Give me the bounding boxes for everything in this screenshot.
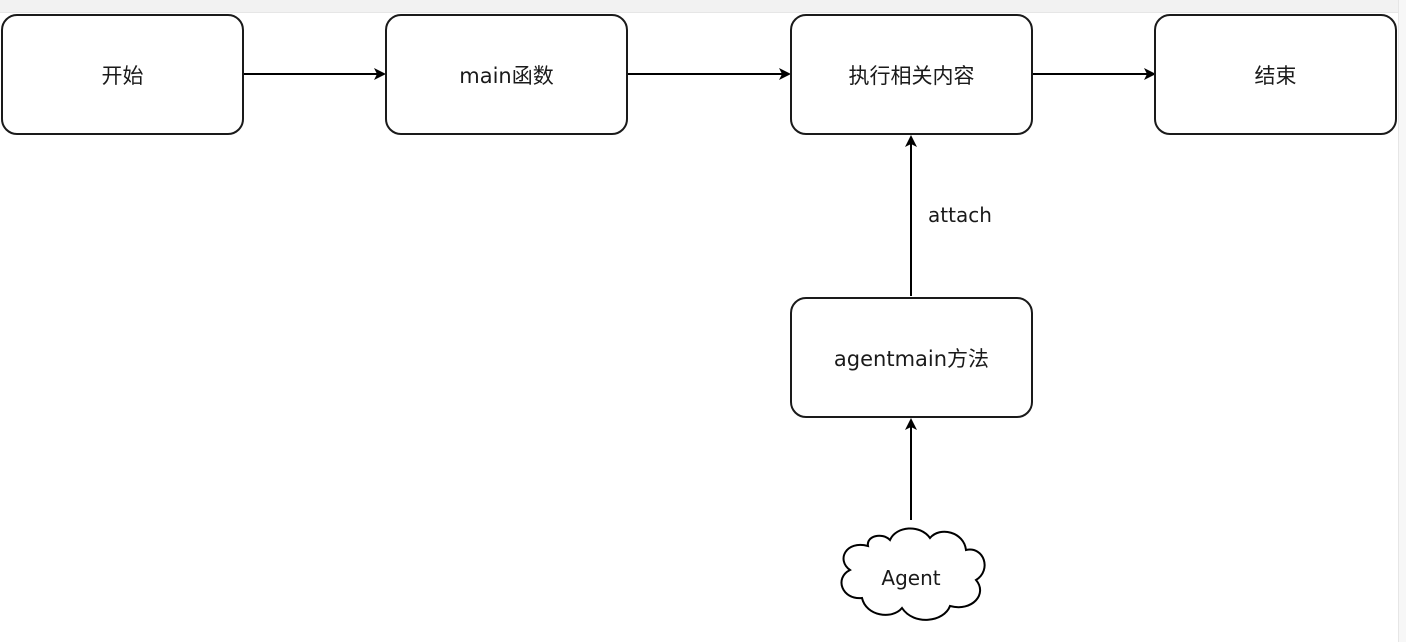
agent-cloud-shape bbox=[840, 527, 986, 621]
node-agent-label: Agent bbox=[881, 566, 941, 590]
node-execute-content-label: 执行相关内容 bbox=[848, 63, 975, 88]
node-main-function-label: main函数 bbox=[459, 63, 554, 88]
node-execute-content[interactable]: 执行相关内容 bbox=[790, 14, 1033, 135]
node-main-function[interactable]: main函数 bbox=[385, 14, 628, 135]
node-agentmain-method[interactable]: agentmain方法 bbox=[790, 297, 1033, 418]
node-agentmain-method-label: agentmain方法 bbox=[833, 346, 990, 371]
node-start-label: 开始 bbox=[101, 63, 144, 88]
node-end[interactable]: 结束 bbox=[1154, 14, 1397, 135]
node-start[interactable]: 开始 bbox=[1, 14, 244, 135]
node-end-label: 结束 bbox=[1254, 63, 1297, 88]
canvas-top-edge bbox=[0, 0, 1406, 13]
canvas-right-edge bbox=[1398, 0, 1406, 642]
edge-label-attach: attach bbox=[928, 203, 992, 227]
